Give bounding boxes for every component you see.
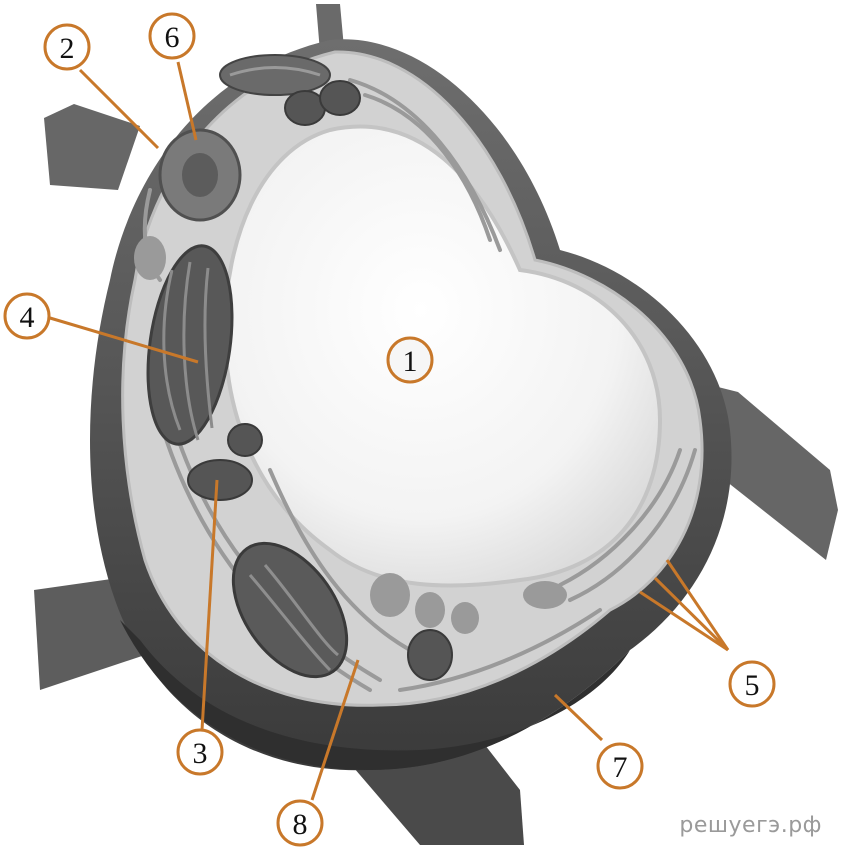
nucleus (158, 128, 242, 222)
leader-2 (78, 68, 160, 150)
chloroplast-large (146, 244, 234, 446)
chloroplast-top (219, 54, 331, 96)
label-8-text: 8 (293, 808, 308, 841)
leader-5a (665, 559, 730, 651)
leader-5c (639, 590, 729, 652)
label-7: 7 (596, 742, 644, 790)
label-6-text: 6 (165, 21, 180, 54)
leader-3 (200, 479, 219, 731)
leader-6 (176, 61, 198, 141)
cell-wall-shadow (120, 620, 630, 770)
label-3: 3 (176, 728, 224, 776)
label-5-text: 5 (745, 669, 760, 702)
wall-stub-left-top (44, 104, 140, 190)
leader-5b (653, 576, 730, 652)
leader-4 (49, 316, 199, 364)
chloroplast-bottom (231, 541, 349, 679)
label-1-text: 1 (403, 345, 418, 378)
watermark: решуегэ.рф (679, 813, 822, 838)
label-2: 2 (43, 23, 91, 71)
label-2-text: 2 (60, 32, 75, 65)
label-7-text: 7 (613, 751, 628, 784)
label-6: 6 (148, 12, 196, 60)
leader-lines (49, 61, 730, 801)
label-8: 8 (276, 799, 324, 847)
label-5: 5 (728, 660, 776, 708)
label-1: 1 (386, 336, 434, 384)
label-3-text: 3 (193, 737, 208, 770)
label-4: 4 (3, 292, 51, 340)
mitochondria (187, 80, 453, 681)
label-4-text: 4 (20, 301, 35, 334)
small-vesicles (134, 236, 567, 634)
leader-7 (553, 693, 604, 742)
leader-8 (310, 659, 360, 801)
